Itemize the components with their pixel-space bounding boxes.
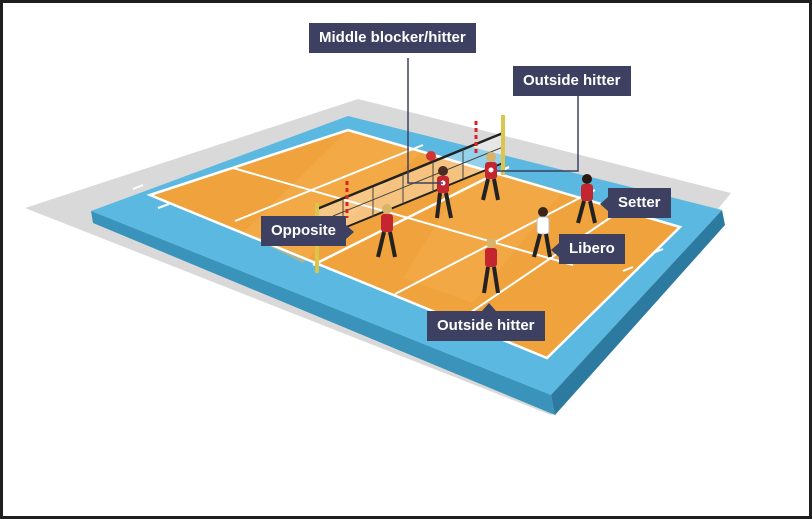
label-outside-hitter-back-text: Outside hitter (523, 72, 621, 89)
player-opposite (376, 204, 397, 258)
label-libero-text: Libero (569, 240, 615, 257)
label-setter: Setter (600, 188, 671, 218)
player-setter (576, 174, 597, 224)
label-outside-hitter-front: Outside hitter (427, 303, 545, 341)
label-middle-blocker-text: Middle blocker/hitter (319, 29, 466, 46)
player-outside-hitter-back (481, 152, 500, 201)
court-apron-side-left (91, 211, 555, 415)
split-line (232, 167, 574, 266)
leader-line-outside-hitter-back (497, 95, 579, 172)
label-outside-hitter-front-pointer (482, 303, 496, 311)
net (316, 131, 504, 240)
tick (622, 266, 634, 272)
court-apron-side-right (551, 210, 725, 415)
volleyball (426, 151, 436, 161)
tick (652, 248, 664, 254)
volleyball-court-illustration (25, 58, 731, 415)
label-setter-pointer (600, 197, 608, 211)
label-outside-hitter-back: Outside hitter (513, 66, 631, 96)
label-middle-blocker-hitter: Middle blocker/hitter (309, 23, 476, 53)
label-opposite: Opposite (261, 216, 355, 246)
label-outside-hitter-front-text: Outside hitter (437, 317, 535, 334)
label-opposite-pointer (346, 225, 355, 239)
center-line (312, 165, 510, 267)
playing-court (150, 130, 680, 358)
player-middle-blocker (435, 166, 453, 219)
player-libero (532, 207, 552, 258)
leader-line-middle-blocker (407, 58, 443, 184)
attack-line-near (234, 144, 424, 222)
label-setter-text: Setter (618, 194, 661, 211)
mid-line (457, 208, 624, 322)
label-opposite-text: Opposite (271, 222, 337, 239)
label-libero-pointer (551, 243, 559, 257)
player-outside-hitter-front (482, 238, 500, 294)
label-libero: Libero (551, 234, 625, 264)
tick (157, 203, 170, 209)
tick (132, 184, 144, 190)
boundary-line (146, 128, 683, 360)
